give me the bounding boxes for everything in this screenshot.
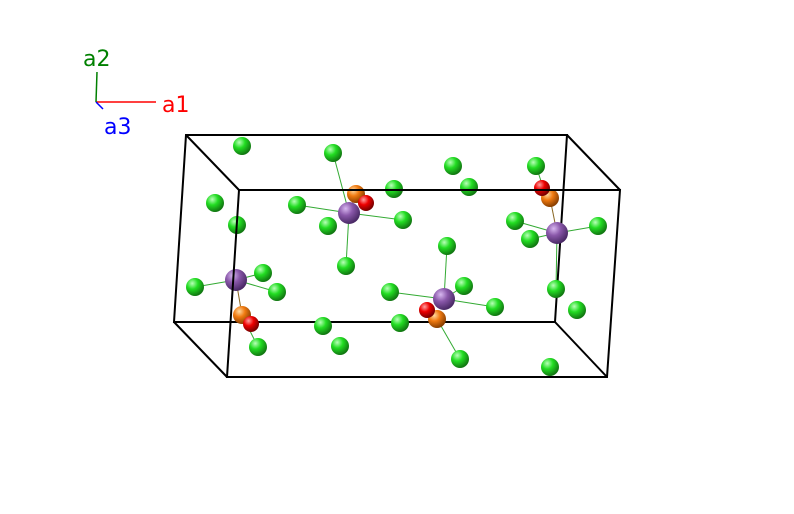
a1-axis-label: a1 <box>162 93 189 118</box>
atom-green <box>324 144 342 162</box>
atom-green <box>319 217 337 235</box>
atom-purple <box>546 222 568 244</box>
atom-purple <box>338 202 360 224</box>
atom-red <box>534 180 550 196</box>
atom-green <box>391 314 409 332</box>
atom-green <box>331 337 349 355</box>
atom-green <box>268 283 286 301</box>
atom-green <box>254 264 272 282</box>
atom-green <box>568 301 586 319</box>
atom-green <box>521 230 539 248</box>
atom-green <box>547 280 565 298</box>
atom-green <box>451 350 469 368</box>
atom-green <box>460 178 478 196</box>
atom-green <box>527 157 545 175</box>
atom-green <box>337 257 355 275</box>
a2-axis-label: a2 <box>83 47 110 72</box>
atoms <box>186 137 607 376</box>
atom-green <box>444 157 462 175</box>
atom-green <box>186 278 204 296</box>
atom-green <box>541 358 559 376</box>
a2-axis-line <box>95 71 98 103</box>
atom-green <box>589 217 607 235</box>
atom-green <box>314 317 332 335</box>
a3-axis-line <box>95 101 104 110</box>
atom-red <box>358 195 374 211</box>
atom-green <box>381 283 399 301</box>
axis-indicator: a1 a2 a3 <box>83 47 189 140</box>
atom-green <box>249 338 267 356</box>
atom-green <box>233 137 251 155</box>
atom-red <box>243 316 259 332</box>
atom-green <box>455 277 473 295</box>
atom-green <box>506 212 524 230</box>
unit-cell-front <box>173 134 622 378</box>
a3-axis-label: a3 <box>104 115 131 140</box>
atom-purple <box>433 288 455 310</box>
atom-green <box>486 298 504 316</box>
atom-red <box>419 302 435 318</box>
atom-green <box>206 194 224 212</box>
atom-green <box>288 196 306 214</box>
atom-green <box>438 237 456 255</box>
atom-green <box>394 211 412 229</box>
atom-purple <box>225 269 247 291</box>
